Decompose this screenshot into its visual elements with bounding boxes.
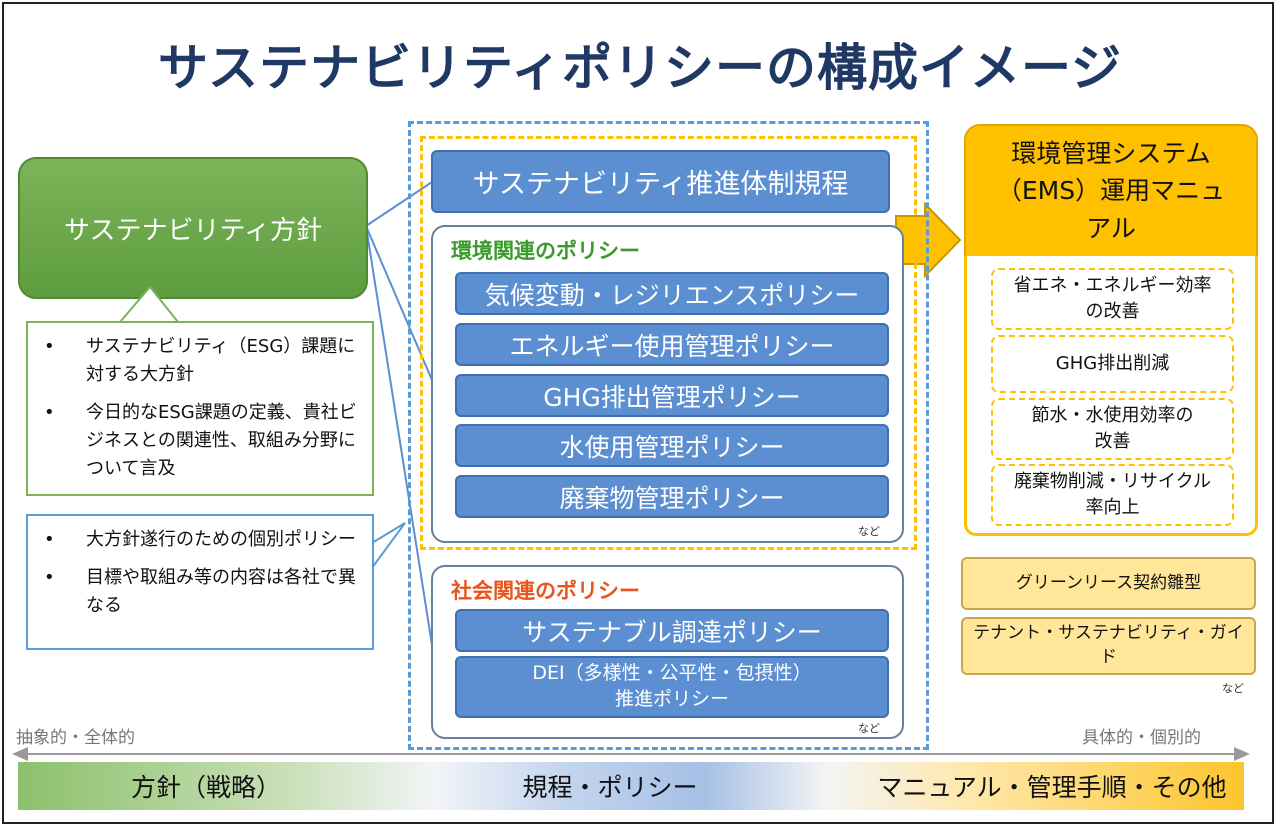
band-label-rules: 規程・ポリシー (522, 773, 698, 802)
social-policy-item: DEI（多様性・公平性・包摂性）推進ポリシー (455, 656, 889, 718)
ems-linked-container (420, 136, 917, 550)
band-label-manual: マニュアル・管理手順・その他 (877, 773, 1227, 802)
ems-item: 省エネ・エネルギー効率の改善 (991, 268, 1234, 330)
tenant-guide: テナント・サステナビリティ・ガイド (961, 617, 1256, 675)
env-policy-item: GHG排出管理ポリシー (455, 374, 889, 417)
policy-label: サステナビリティ方針 (64, 215, 322, 246)
note-item: 目標や取組み等の内容は各社で異なる (34, 564, 362, 620)
env-policy-item: エネルギー使用管理ポリシー (455, 323, 889, 366)
etc-note: など (858, 525, 880, 538)
gradient-band (18, 762, 1244, 810)
sustainability-policy-box: サステナビリティ方針 (18, 157, 368, 299)
band-label-policy: 方針（戦略） (130, 773, 281, 802)
env-policy-item: 水使用管理ポリシー (455, 424, 889, 467)
social-policy-item: サステナブル調達ポリシー (455, 609, 889, 652)
connector-line (365, 225, 433, 646)
axis-right-label: 具体的・個別的 (1082, 728, 1201, 748)
note-item: 今日的なESG課題の定義、貴社ビジネスとの関連性、取組み分野について言及 (34, 399, 362, 483)
page-title: サステナビリティポリシーの構成イメージ (158, 39, 1122, 97)
policy-notes: サステナビリティ（ESG）課題に対する大方針 今日的なESG課題の定義、貴社ビジ… (26, 321, 374, 496)
env-policy-item: 廃棄物管理ポリシー (455, 475, 889, 518)
axis-left-label: 抽象的・全体的 (16, 728, 135, 748)
ems-item: 廃棄物削減・リサイクル率向上 (991, 464, 1234, 526)
env-policy-item: 気候変動・レジリエンスポリシー (455, 272, 889, 315)
promotion-structure-rule: サステナビリティ推進体制規程 (431, 150, 890, 213)
ems-item: 節水・水使用効率の改善 (991, 398, 1234, 460)
social-group-label: 社会関連のポリシー (451, 579, 640, 603)
ems-item: GHG排出削減 (991, 335, 1234, 393)
individual-policy-notes: 大方針遂行のための個別ポリシー 目標や取組み等の内容は各社で異なる (26, 514, 374, 650)
note-item: サステナビリティ（ESG）課題に対する大方針 (34, 333, 362, 389)
rules-policies-container (408, 121, 929, 750)
environment-group-label: 環境関連のポリシー (451, 239, 640, 263)
green-lease-template: グリーンリース契約雛型 (961, 557, 1256, 610)
note-item: 大方針遂行のための個別ポリシー (34, 526, 362, 554)
etc-note: など (858, 722, 880, 735)
etc-note: など (1222, 682, 1244, 695)
ems-manual-header: 環境管理システム（EMS）運用マニュアル (964, 124, 1258, 258)
